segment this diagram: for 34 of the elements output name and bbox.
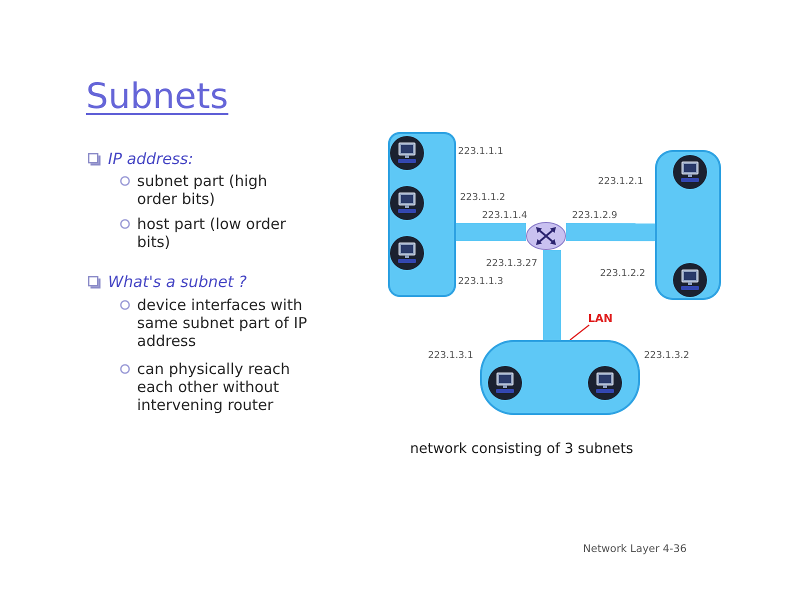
router-icon [526, 222, 566, 250]
sub-bullet-text: host part (low order bits) [137, 215, 287, 251]
bullet-text: What's a subnet ? [108, 273, 247, 292]
ip-address-label: 223.1.1.1 [458, 146, 504, 158]
network-link [566, 223, 655, 242]
ip-address-label: 223.1.1.3 [458, 276, 504, 288]
ip-address-label: 223.1.2.1 [598, 176, 644, 188]
ip-address-label: 223.1.2.9 [572, 210, 618, 222]
bullet-text: IP address: [108, 150, 194, 169]
computer-icon [488, 366, 522, 400]
computer-icon [390, 136, 424, 170]
sub-bullet-text: device interfaces with same subnet part of IP address [137, 296, 308, 350]
ip-address-label: 223.1.2.2 [600, 268, 646, 280]
callout-label: LAN [588, 312, 613, 325]
computer-icon [588, 366, 622, 400]
figure-caption: network consisting of 3 subnets [410, 441, 634, 458]
sub-bullet-text: subnet part (high order bits) [137, 172, 268, 208]
computer-icon [673, 263, 707, 297]
ip-address-label: 223.1.3.1 [428, 350, 474, 362]
leader-line [570, 324, 590, 341]
footer-text: Network Layer 4-36 [583, 543, 687, 556]
network-link [456, 223, 526, 241]
sub-bullet-text: can physically reach each other without intervening router [137, 360, 292, 414]
computer-icon [390, 236, 424, 270]
ip-address-label: 223.1.3.27 [486, 258, 538, 270]
network-link [543, 250, 561, 340]
subnet-region [388, 132, 456, 297]
ip-address-label: 223.1.3.2 [644, 350, 690, 362]
computer-icon [673, 155, 707, 189]
computer-icon [390, 186, 424, 220]
slide-title: Subnets [86, 76, 228, 118]
ip-address-label: 223.1.1.4 [482, 210, 528, 222]
ip-address-label: 223.1.1.2 [460, 192, 506, 204]
subnet-region [655, 150, 721, 300]
